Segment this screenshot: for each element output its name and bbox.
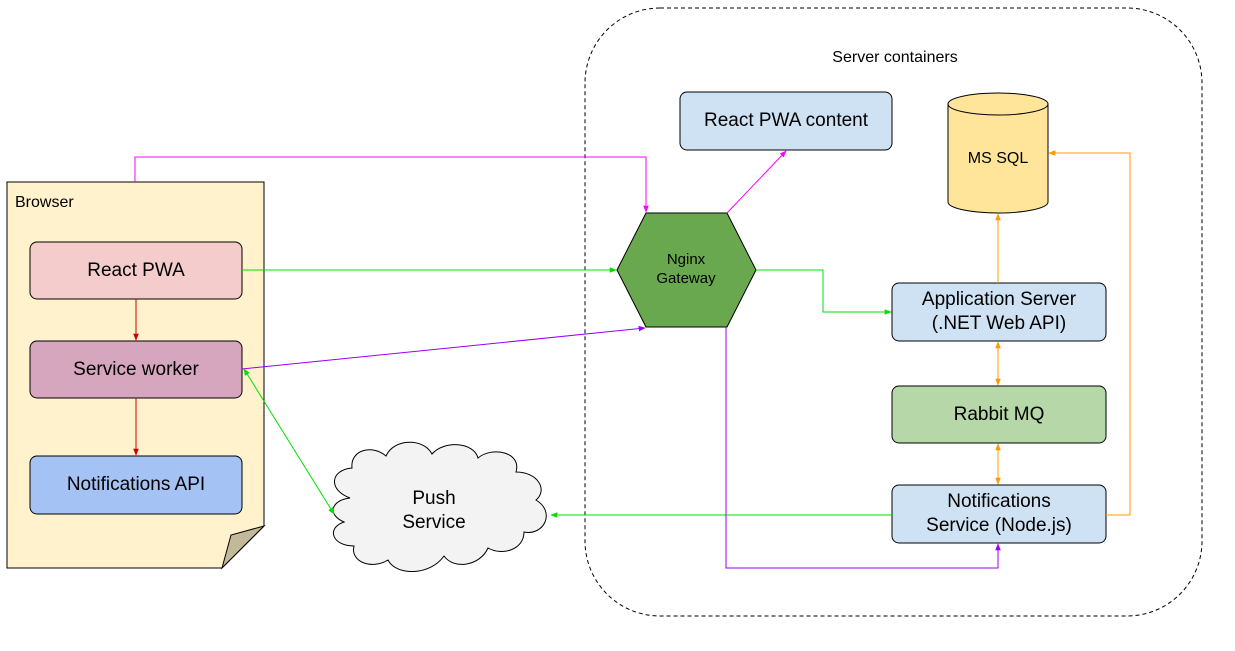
notifications-api-label: Notifications API — [66, 474, 206, 496]
application-server-label: Application Server (.NET Web API) — [892, 283, 1106, 341]
nginx-gateway-label: Nginx Gateway — [636, 248, 736, 292]
arrow-nginx-to-application-server — [756, 269, 892, 315]
rabbit-mq-box — [891, 385, 1107, 444]
ms-sql-label: MS SQL — [967, 150, 1029, 167]
arrow-nginx-to-react-pwa-content — [726, 150, 787, 214]
arrow-nginx-to-notifications-service — [725, 327, 1001, 569]
arrow-browser-to-nginx — [134, 156, 649, 213]
push-service-cloud — [332, 441, 547, 573]
push-service-line1: Push — [412, 488, 456, 510]
react-pwa-content-label: React PWA content — [703, 110, 869, 132]
rabbit-mq-label: Rabbit MQ — [953, 403, 1045, 425]
ms-sql-cylinder — [947, 92, 1049, 214]
browser-label: Browser — [15, 194, 74, 211]
nginx-line1: Nginx — [666, 251, 706, 269]
push-service-label: Push Service — [374, 484, 494, 538]
notifications-service-line2: Service (Node.js) — [926, 515, 1072, 536]
application-server-line2: (.NET Web API) — [931, 313, 1067, 334]
push-service-line2: Service — [402, 512, 466, 533]
notifications-api-box — [29, 455, 243, 515]
notifications-service-box — [891, 484, 1107, 544]
application-server-line1: Application Server — [921, 289, 1077, 311]
react-pwa-content-box — [679, 91, 893, 151]
notifications-service-line1: Notifications — [947, 491, 1051, 513]
server-containers-label: Server containers — [832, 49, 958, 66]
react-pwa-label: React PWA — [87, 259, 185, 281]
service-worker-label: Service worker — [73, 358, 199, 380]
arrow-service-worker-push-service — [243, 368, 335, 515]
notifications-service-label: Notifications Service (Node.js) — [892, 485, 1106, 543]
arrow-service-worker-to-nginx — [241, 325, 646, 370]
browser-fold-corner — [221, 525, 266, 570]
nginx-line2: Gateway — [656, 270, 716, 287]
application-server-box — [891, 282, 1107, 342]
server-containers-boundary — [584, 7, 1203, 617]
arrow-notifications-service-to-ms-sql — [1048, 150, 1131, 516]
